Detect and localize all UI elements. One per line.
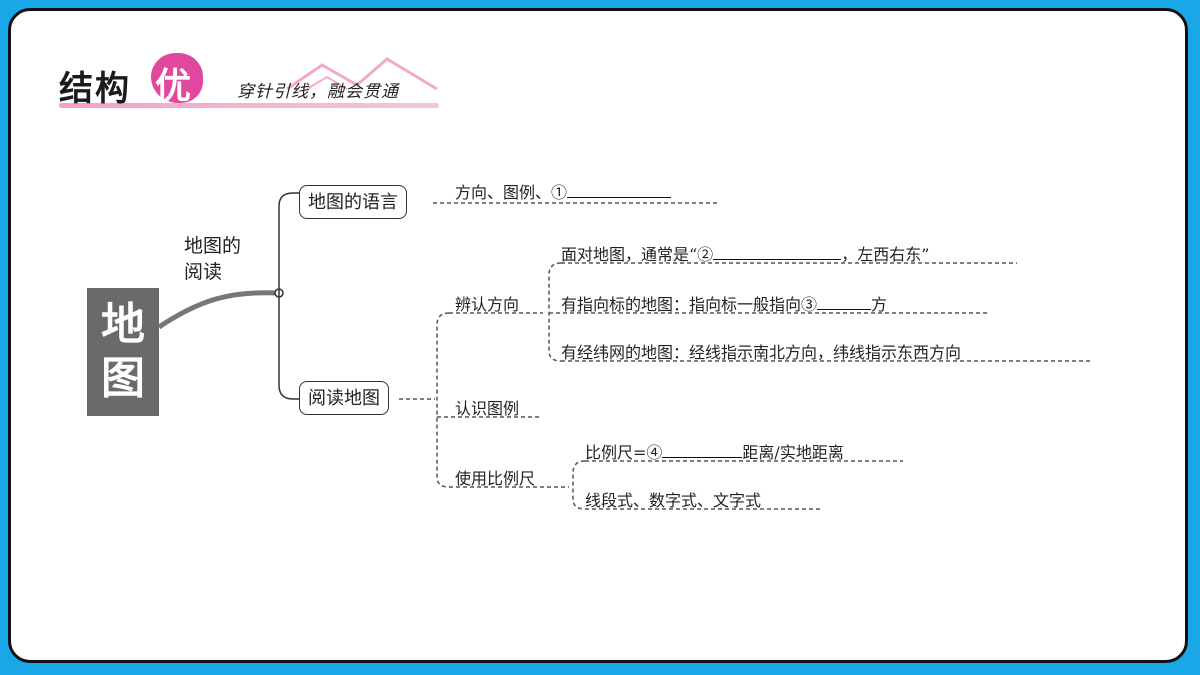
section-badge: 优 [155, 65, 192, 107]
section-title: 结构 [59, 69, 131, 109]
branch-label-line2: 阅读 [184, 261, 223, 283]
node-map-language: 地图的语言 [299, 185, 407, 219]
section-header: 结构 优 穿针引线，融会贯通 [55, 51, 455, 121]
roof-decoration-icon [286, 57, 438, 91]
answer-blank-1 [567, 181, 672, 198]
leaf-dir-face: 面对地图，通常是“② ，左西右东” [561, 241, 929, 265]
branch-label-line1: 地图的 [184, 235, 242, 257]
leaf-dir-grid: 有经纬网的地图：经线指示南北方向，纬线指示东西方向 [561, 343, 962, 362]
root-node: 地 图 [87, 288, 159, 416]
section-subtitle: 穿针引线，融会贯通 [237, 82, 399, 102]
answer-blank-2 [713, 243, 842, 260]
leaf-dir-face-text: 面对地图，通常是“② [561, 245, 714, 264]
badge-shape [151, 53, 203, 103]
content-card: 结构 优 穿针引线，融会贯通 地 图 地图的 阅读 地图的 [8, 8, 1188, 663]
leaf-dir-arrow-text: 有指向标的地图：指向标一般指向③ [561, 295, 818, 314]
root-char-1: 地 [101, 299, 145, 350]
leaf-scale-types: 线段式、数字式、文字式 [585, 491, 762, 510]
leaf-scale-def-text: 比例尺=④ [585, 443, 663, 462]
node-read-map: 阅读地图 [299, 381, 389, 415]
leaf-language-items-text: 方向、图例、① [455, 183, 568, 202]
root-char-2: 图 [101, 353, 145, 404]
leaf-scale-def: 比例尺=④ 距离/实地距离 [585, 439, 844, 463]
leaf-dir-arrow: 有指向标的地图：指向标一般指向③ 方 [561, 291, 887, 315]
branch-label: 地图的 阅读 [184, 233, 264, 285]
leaf-direction: 辨认方向 [455, 295, 520, 314]
leaf-legend: 认识图例 [455, 399, 520, 418]
answer-blank-3 [817, 293, 872, 310]
header-underline [59, 103, 439, 108]
leaf-dir-arrow-end: 方 [871, 295, 888, 314]
leaf-scale: 使用比例尺 [455, 469, 536, 488]
answer-blank-4 [662, 441, 743, 458]
leaf-scale-def-end: 距离/实地距离 [742, 443, 844, 462]
leaf-language-items: 方向、图例、① [455, 179, 672, 203]
leaf-dir-face-end: ，左西右东” [841, 245, 930, 264]
connector-lines [157, 192, 1093, 510]
